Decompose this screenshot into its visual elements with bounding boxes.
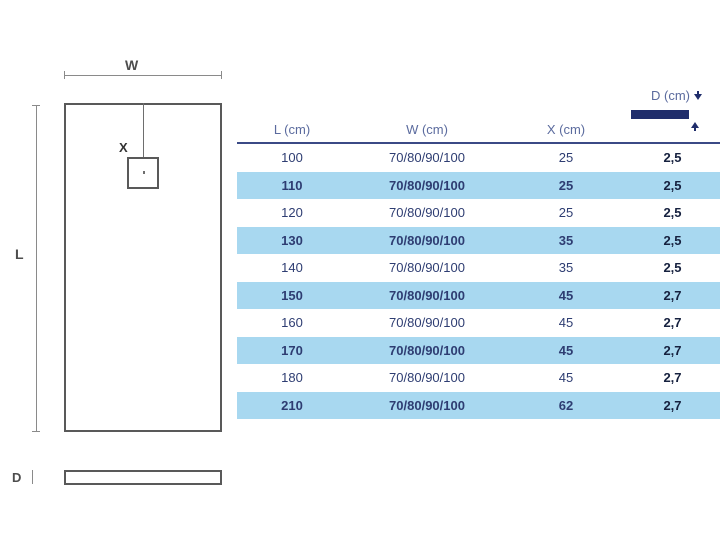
width-dimension-tick-right: [221, 71, 222, 79]
cell-drain-offset: 35: [558, 260, 574, 276]
cell-width: 70/80/90/100: [389, 205, 465, 221]
width-dimension-line: [64, 75, 222, 76]
cell-length: 140: [281, 260, 303, 276]
table-row: 140 70/80/90/100 35 2,5: [237, 254, 720, 282]
cell-width: 70/80/90/100: [389, 370, 465, 386]
column-header-w: W (cm): [406, 121, 448, 137]
table-header-row: L (cm) W (cm) X (cm): [237, 116, 720, 142]
specification-table: D (cm) L (cm) W (cm) X (cm) 100 70/80/90/…: [237, 0, 720, 540]
cell-width: 70/80/90/100: [389, 315, 465, 331]
shower-tray-side-profile: [64, 470, 222, 485]
cell-drain-offset: 62: [558, 397, 574, 413]
cell-width: 70/80/90/100: [389, 177, 465, 193]
cell-length: 160: [281, 315, 303, 331]
cell-length: 210: [281, 397, 303, 413]
arrow-up-icon: [691, 122, 699, 131]
table-row: 170 70/80/90/100 45 2,7: [237, 336, 720, 364]
length-dimension-line: [36, 105, 37, 432]
cell-length: 110: [281, 177, 303, 193]
cell-depth: 2,7: [663, 397, 682, 413]
cell-drain-offset: 45: [558, 315, 574, 331]
depth-header-label: D (cm): [651, 88, 690, 103]
cell-drain-offset: 25: [558, 205, 574, 221]
depth-column-header-group: D (cm): [651, 88, 702, 103]
cell-width: 70/80/90/100: [389, 342, 465, 358]
table-row: 130 70/80/90/100 35 2,5: [237, 226, 720, 254]
cell-depth: 2,5: [663, 177, 682, 193]
cell-length: 150: [281, 287, 303, 303]
cell-depth: 2,5: [663, 232, 682, 248]
arrow-down-icon: [694, 91, 702, 100]
header-divider: [237, 142, 720, 144]
table-row: 100 70/80/90/100 25 2,5: [237, 144, 720, 172]
cell-depth: 2,7: [663, 370, 682, 386]
depth-thickness-bar: [631, 110, 689, 119]
cell-width: 70/80/90/100: [389, 287, 465, 303]
cell-depth: 2,5: [663, 150, 682, 166]
cell-drain-offset: 45: [558, 370, 574, 386]
column-header-x: X (cm): [546, 121, 586, 137]
table-row: 150 70/80/90/100 45 2,7: [237, 281, 720, 309]
drain-center-line: [143, 103, 144, 165]
length-label: L: [15, 246, 24, 262]
column-header-l: L (cm): [273, 121, 311, 137]
cell-depth: 2,5: [663, 260, 682, 276]
cell-drain-offset: 25: [558, 150, 574, 166]
cell-length: 120: [281, 205, 303, 221]
drain-center-dot: [143, 171, 145, 174]
cell-drain-offset: 45: [558, 342, 574, 358]
cell-length: 180: [281, 370, 303, 386]
table-row: 110 70/80/90/100 25 2,5: [237, 171, 720, 199]
drain-offset-label: X: [119, 140, 128, 155]
cell-drain-offset: 45: [558, 287, 574, 303]
cell-drain-offset: 35: [558, 232, 574, 248]
cell-length: 100: [281, 150, 303, 166]
cell-length: 170: [281, 342, 303, 358]
cell-width: 70/80/90/100: [389, 397, 465, 413]
width-label: W: [125, 57, 139, 73]
length-dimension-tick-bottom: [32, 431, 40, 432]
depth-label: D: [12, 470, 22, 485]
cell-width: 70/80/90/100: [389, 260, 465, 276]
table-row: 120 70/80/90/100 25 2,5: [237, 199, 720, 227]
cell-depth: 2,5: [663, 205, 682, 221]
technical-drawing: W L X D: [0, 0, 236, 540]
depth-dimension-tick: [32, 470, 33, 484]
cell-drain-offset: 25: [558, 177, 574, 193]
cell-depth: 2,7: [663, 342, 682, 358]
table-row: 180 70/80/90/100 45 2,7: [237, 364, 720, 392]
table-row: 210 70/80/90/100 62 2,7: [237, 391, 720, 419]
cell-width: 70/80/90/100: [389, 150, 465, 166]
cell-length: 130: [281, 232, 303, 248]
cell-depth: 2,7: [663, 287, 682, 303]
cell-width: 70/80/90/100: [389, 232, 465, 248]
cell-depth: 2,7: [663, 315, 682, 331]
table-row: 160 70/80/90/100 45 2,7: [237, 309, 720, 337]
table-body: 100 70/80/90/100 25 2,5 110 70/80/90/100 25 2,5…: [237, 144, 720, 419]
